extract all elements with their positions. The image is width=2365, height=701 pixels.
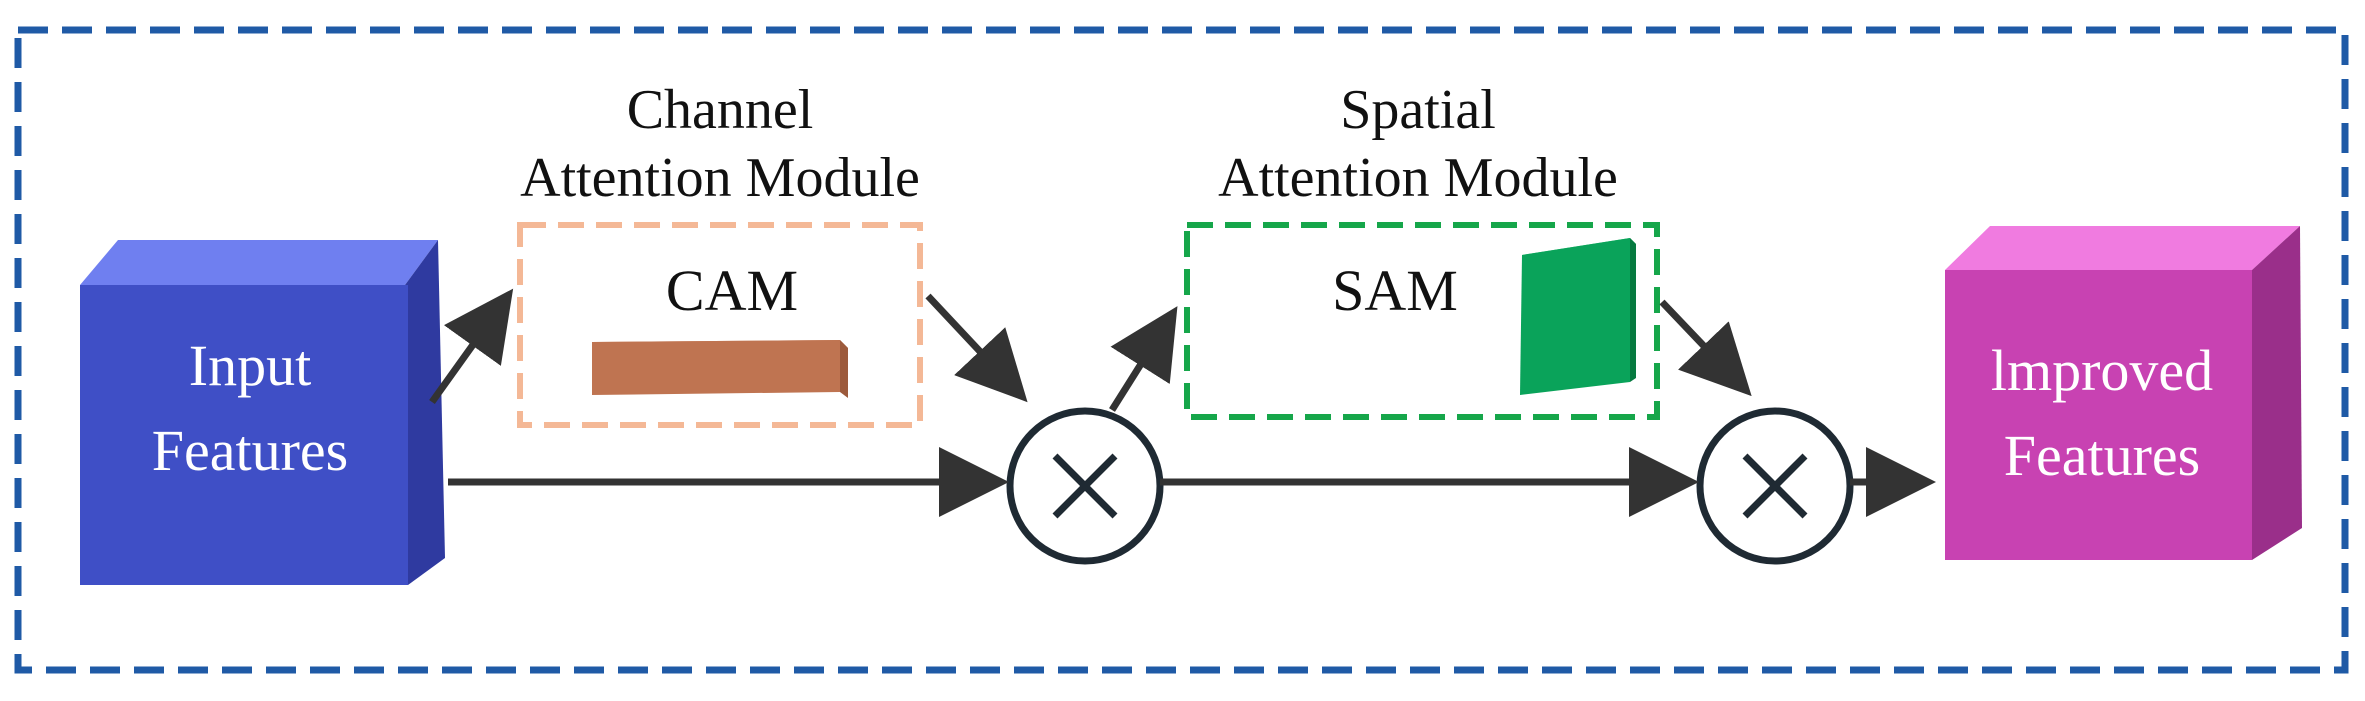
- output-cube-top: [1945, 226, 2300, 270]
- arrow-sam-to-multiply2: [1659, 299, 1752, 397]
- cam-bar-shape: [592, 340, 848, 398]
- improved-features-block: lmproved Features: [1945, 226, 2302, 560]
- arrow-input-to-cam: [429, 288, 514, 405]
- input-features-block: Input Features: [80, 240, 445, 585]
- cam-dashed-box: [517, 222, 923, 428]
- sam-label: SAM: [1332, 258, 1458, 323]
- cam-label: CAM: [666, 258, 798, 323]
- input-label-line1: Input: [189, 333, 311, 398]
- input-cube-front: [80, 285, 408, 585]
- output-label-line1: lmproved: [1991, 338, 2213, 403]
- outer-frame: [14, 26, 2349, 674]
- output-cube-front: [1945, 270, 2252, 560]
- sam-dashed-box: [1184, 222, 1660, 420]
- sam-slab-shape: [1520, 238, 1636, 395]
- output-label-line2: Features: [2004, 423, 2201, 488]
- input-cube-top: [80, 240, 438, 285]
- arrows: [429, 288, 1936, 517]
- output-cube-side: [2252, 226, 2302, 560]
- multiply-operator-2: [1696, 407, 1854, 565]
- spatial-attention-module: Spatial Attention Module SAM: [1184, 79, 1660, 420]
- multiply-operator-1: [1006, 407, 1164, 565]
- sam-title-line1: Spatial: [1340, 79, 1496, 141]
- cam-title-line2: Attention Module: [520, 147, 920, 209]
- sam-title-line2: Attention Module: [1218, 147, 1618, 209]
- arrow-cam-to-multiply1: [925, 293, 1028, 403]
- cam-title-line1: Channel: [627, 79, 814, 141]
- channel-attention-module: Channel Attention Module CAM: [517, 79, 923, 428]
- input-label-line2: Features: [152, 418, 349, 483]
- input-cube-side: [405, 240, 445, 585]
- arrow-multiply1-to-sam: [1109, 306, 1178, 412]
